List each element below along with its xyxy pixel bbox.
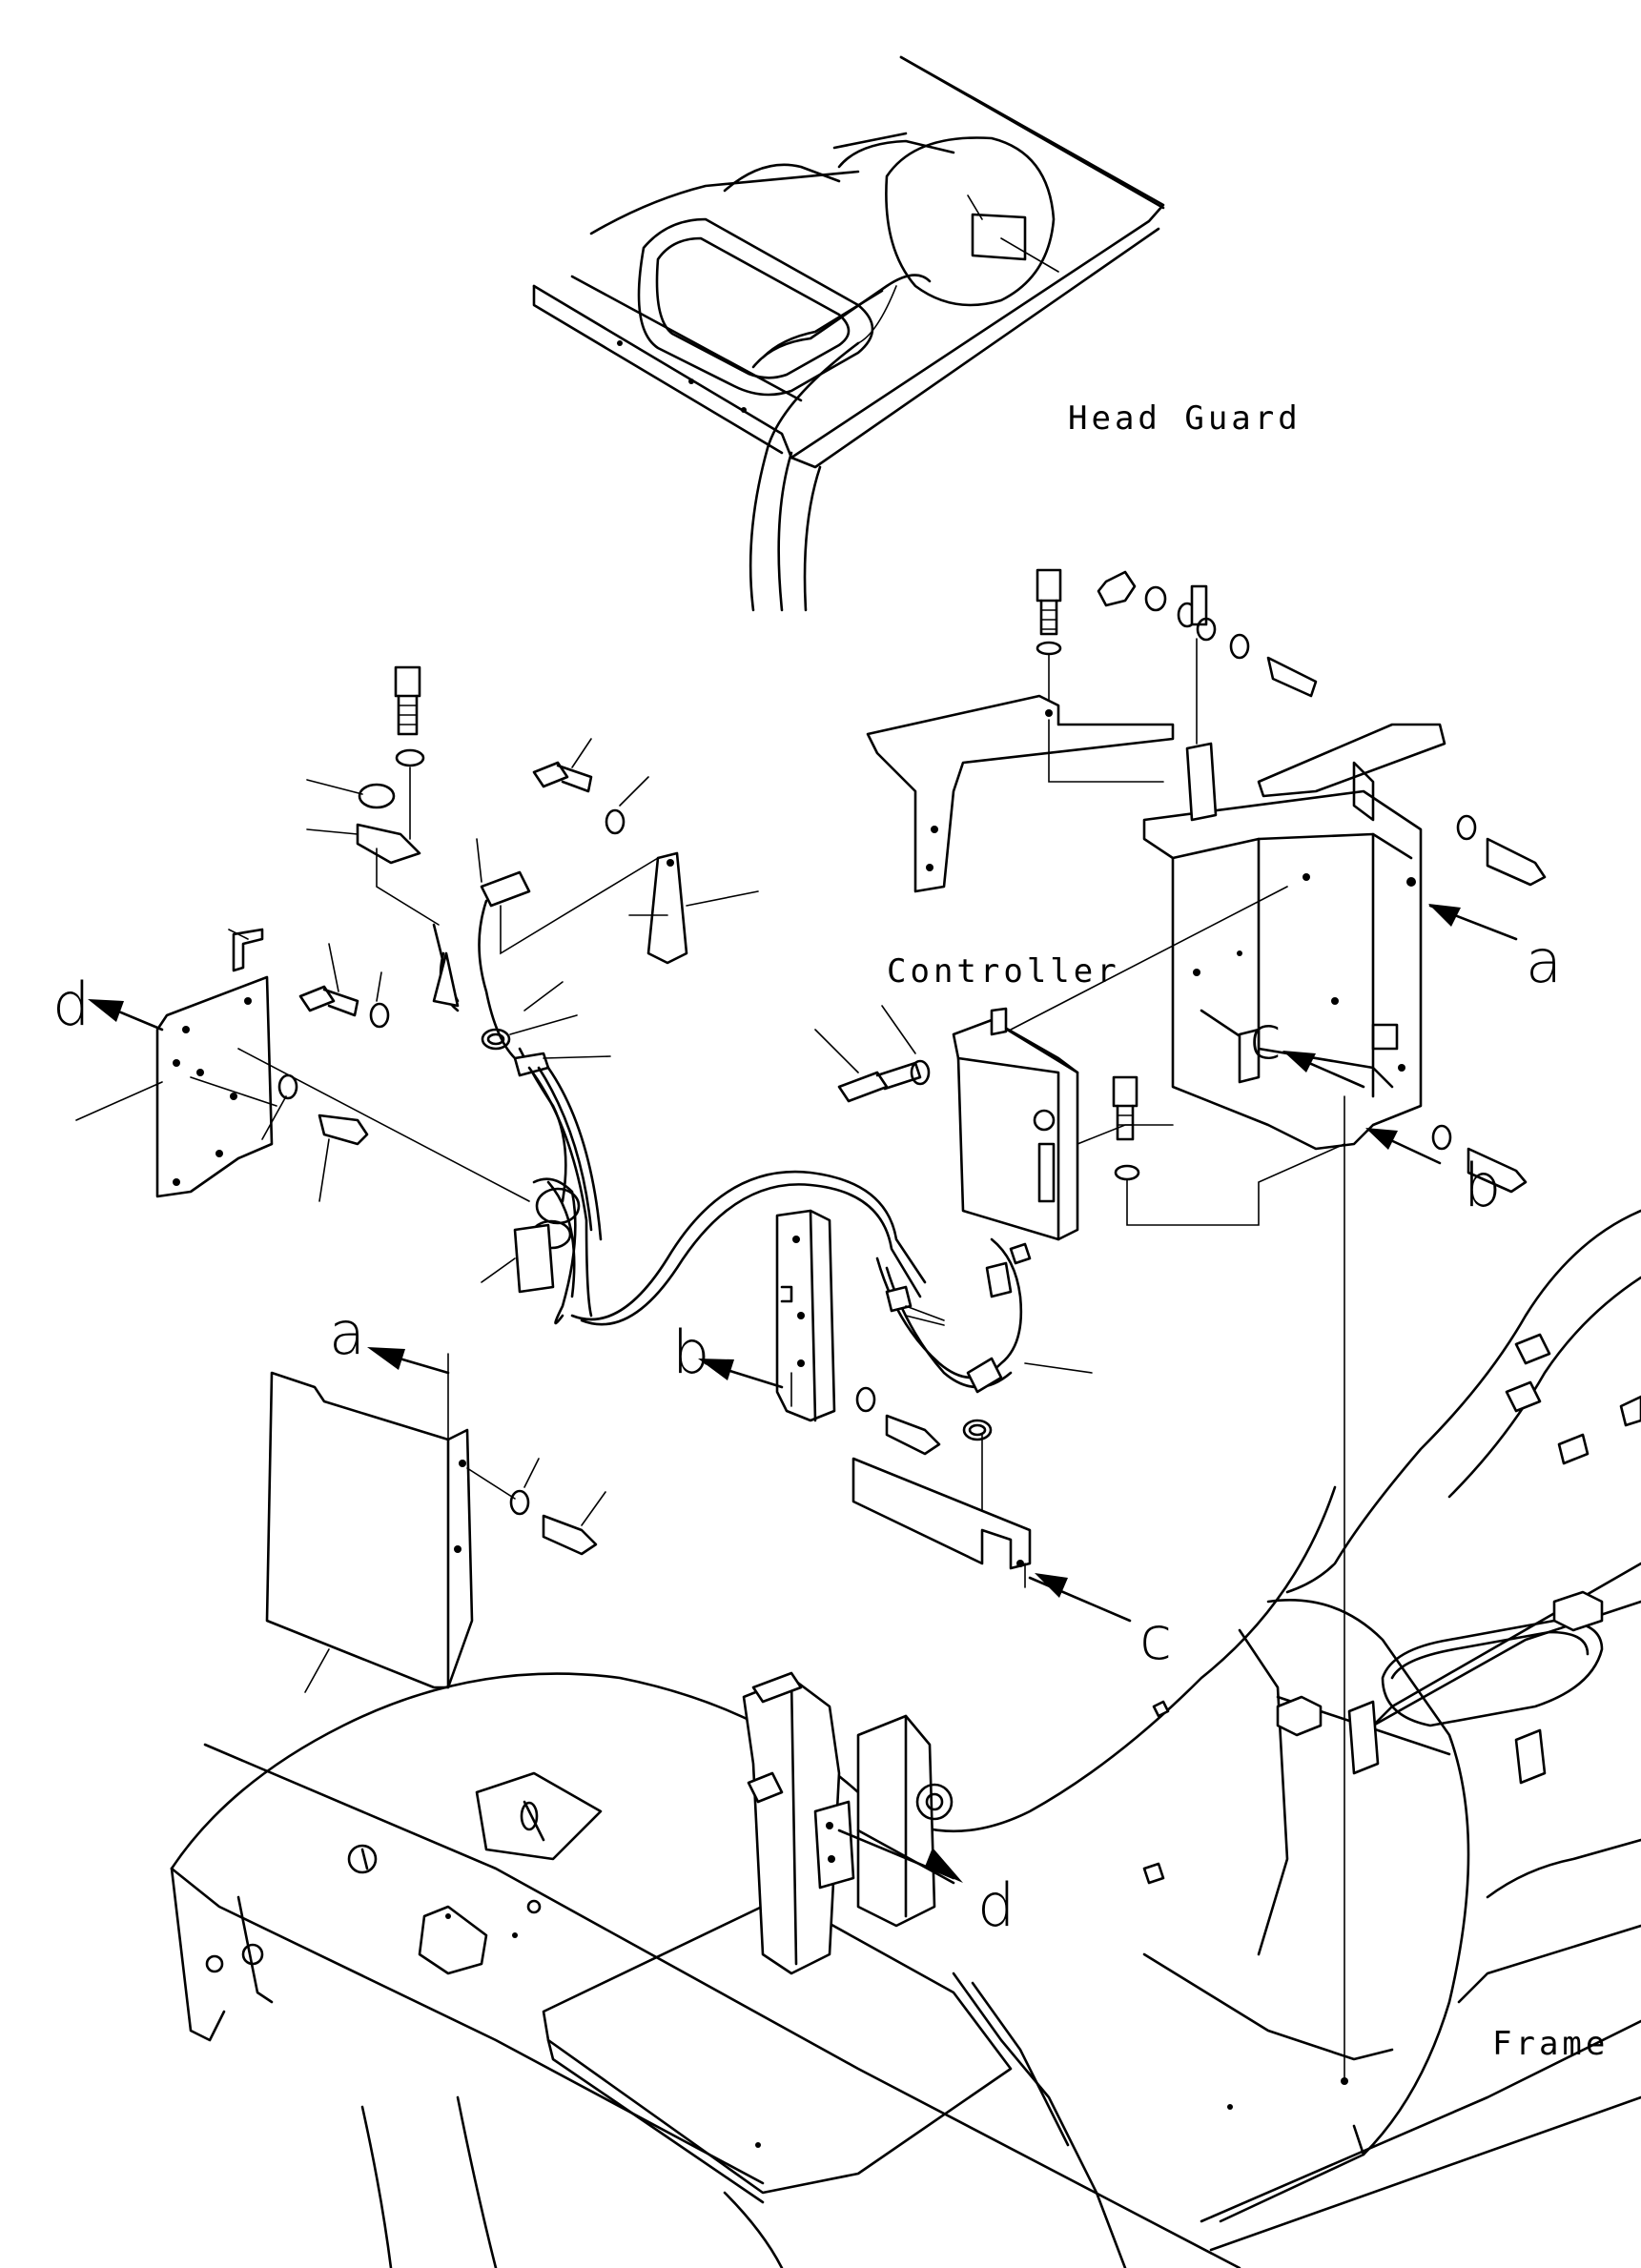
callout-a-cover: a bbox=[329, 1298, 365, 1368]
head-guard-label: Head Guard bbox=[1068, 399, 1302, 438]
callout-d-bracket: d bbox=[52, 970, 90, 1039]
callout-c-bracket: c bbox=[1139, 1604, 1172, 1673]
callout-b-bracket: b bbox=[672, 1318, 709, 1387]
mid-bracket-b: b bbox=[672, 1209, 941, 1456]
callout-d-frame: d bbox=[977, 1870, 1015, 1940]
callout-a-controller: a bbox=[1526, 927, 1562, 996]
controller-label: Controller bbox=[887, 952, 1120, 991]
controller-unit: Controller bbox=[814, 886, 1345, 1241]
controller-bracket-assembly: a b c bbox=[866, 568, 1562, 2085]
lower-bracket-c: c bbox=[851, 1457, 1172, 1673]
frame-label: Frame bbox=[1492, 2025, 1609, 2063]
callout-b-controller: b bbox=[1464, 1151, 1501, 1220]
cover-plate-a: a bbox=[265, 1298, 606, 1693]
wire-harness-assembly bbox=[306, 665, 1093, 1517]
left-bracket-d: d bbox=[52, 738, 759, 1202]
frame-assembly: d bbox=[170, 1209, 1641, 2268]
callout-c-controller: c bbox=[1249, 1003, 1282, 1073]
head-guard-assembly: Head Guard bbox=[532, 55, 1302, 612]
